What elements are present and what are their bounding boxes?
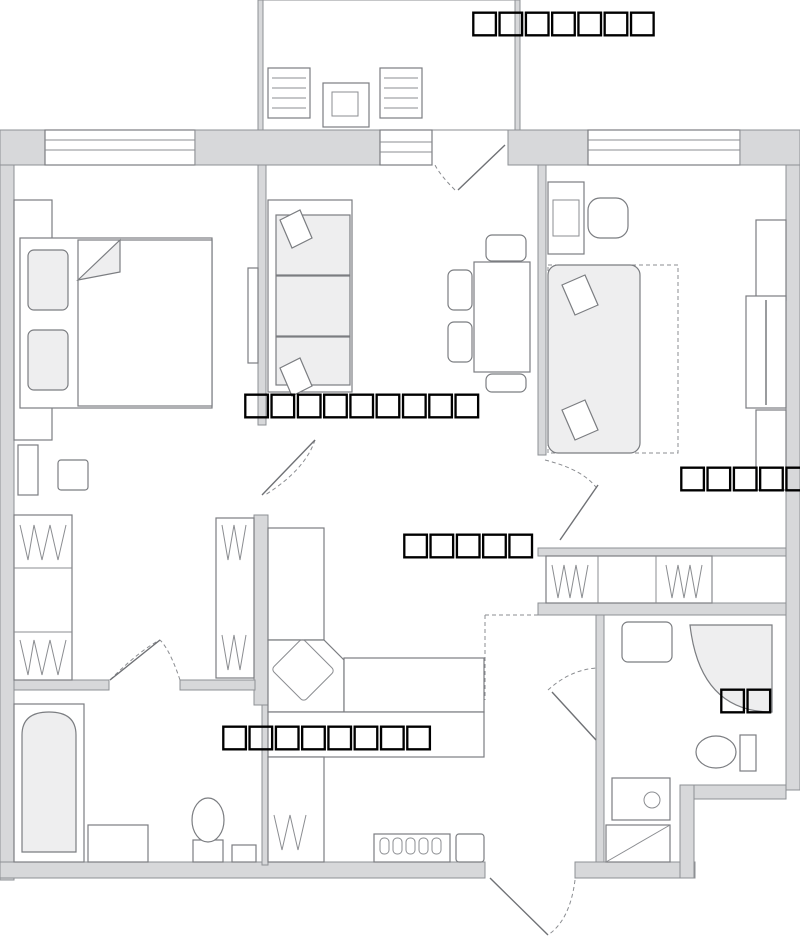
toilet-icon	[695, 734, 757, 772]
desk-icon	[547, 181, 629, 255]
chair-icon	[267, 67, 311, 119]
shoe-rack-icon	[373, 833, 485, 863]
room-label-bedroom-right: □□□□□	[680, 451, 800, 500]
shower-icon	[689, 624, 773, 713]
wardrobe-icon	[545, 555, 713, 604]
room-label-living-room: □□□□□□□□□	[244, 378, 481, 427]
living-room	[267, 199, 531, 397]
table-icon	[322, 82, 370, 128]
wardrobe-icon	[215, 517, 255, 679]
sofa-icon	[267, 199, 353, 397]
washing-machine-icon	[605, 777, 671, 863]
sink-icon	[267, 639, 345, 713]
bedroom-right	[545, 181, 787, 604]
doors	[109, 144, 599, 936]
chair-icon	[379, 67, 423, 119]
table-icon	[447, 234, 531, 393]
sofa-icon	[547, 264, 679, 454]
interior-walls	[13, 164, 787, 866]
balcony-area	[257, 0, 521, 131]
bed-icon	[19, 237, 213, 409]
room-label-kitchen: □□□□□□□□	[222, 710, 433, 759]
room-label-balcony: □□□□□□□	[472, 0, 657, 45]
bedroom-left	[13, 199, 259, 681]
bathroom-right	[605, 621, 773, 863]
toilet-icon	[191, 797, 225, 863]
wardrobe-icon	[13, 514, 73, 681]
outer-walls	[0, 129, 800, 881]
bathtub-icon	[13, 703, 85, 863]
room-label-hallway: □□□□□	[403, 518, 535, 567]
bathroom-left	[13, 703, 257, 863]
room-label-bathroom-right: □□	[720, 673, 773, 722]
kitchen	[267, 527, 485, 863]
tv-icon	[745, 219, 787, 491]
